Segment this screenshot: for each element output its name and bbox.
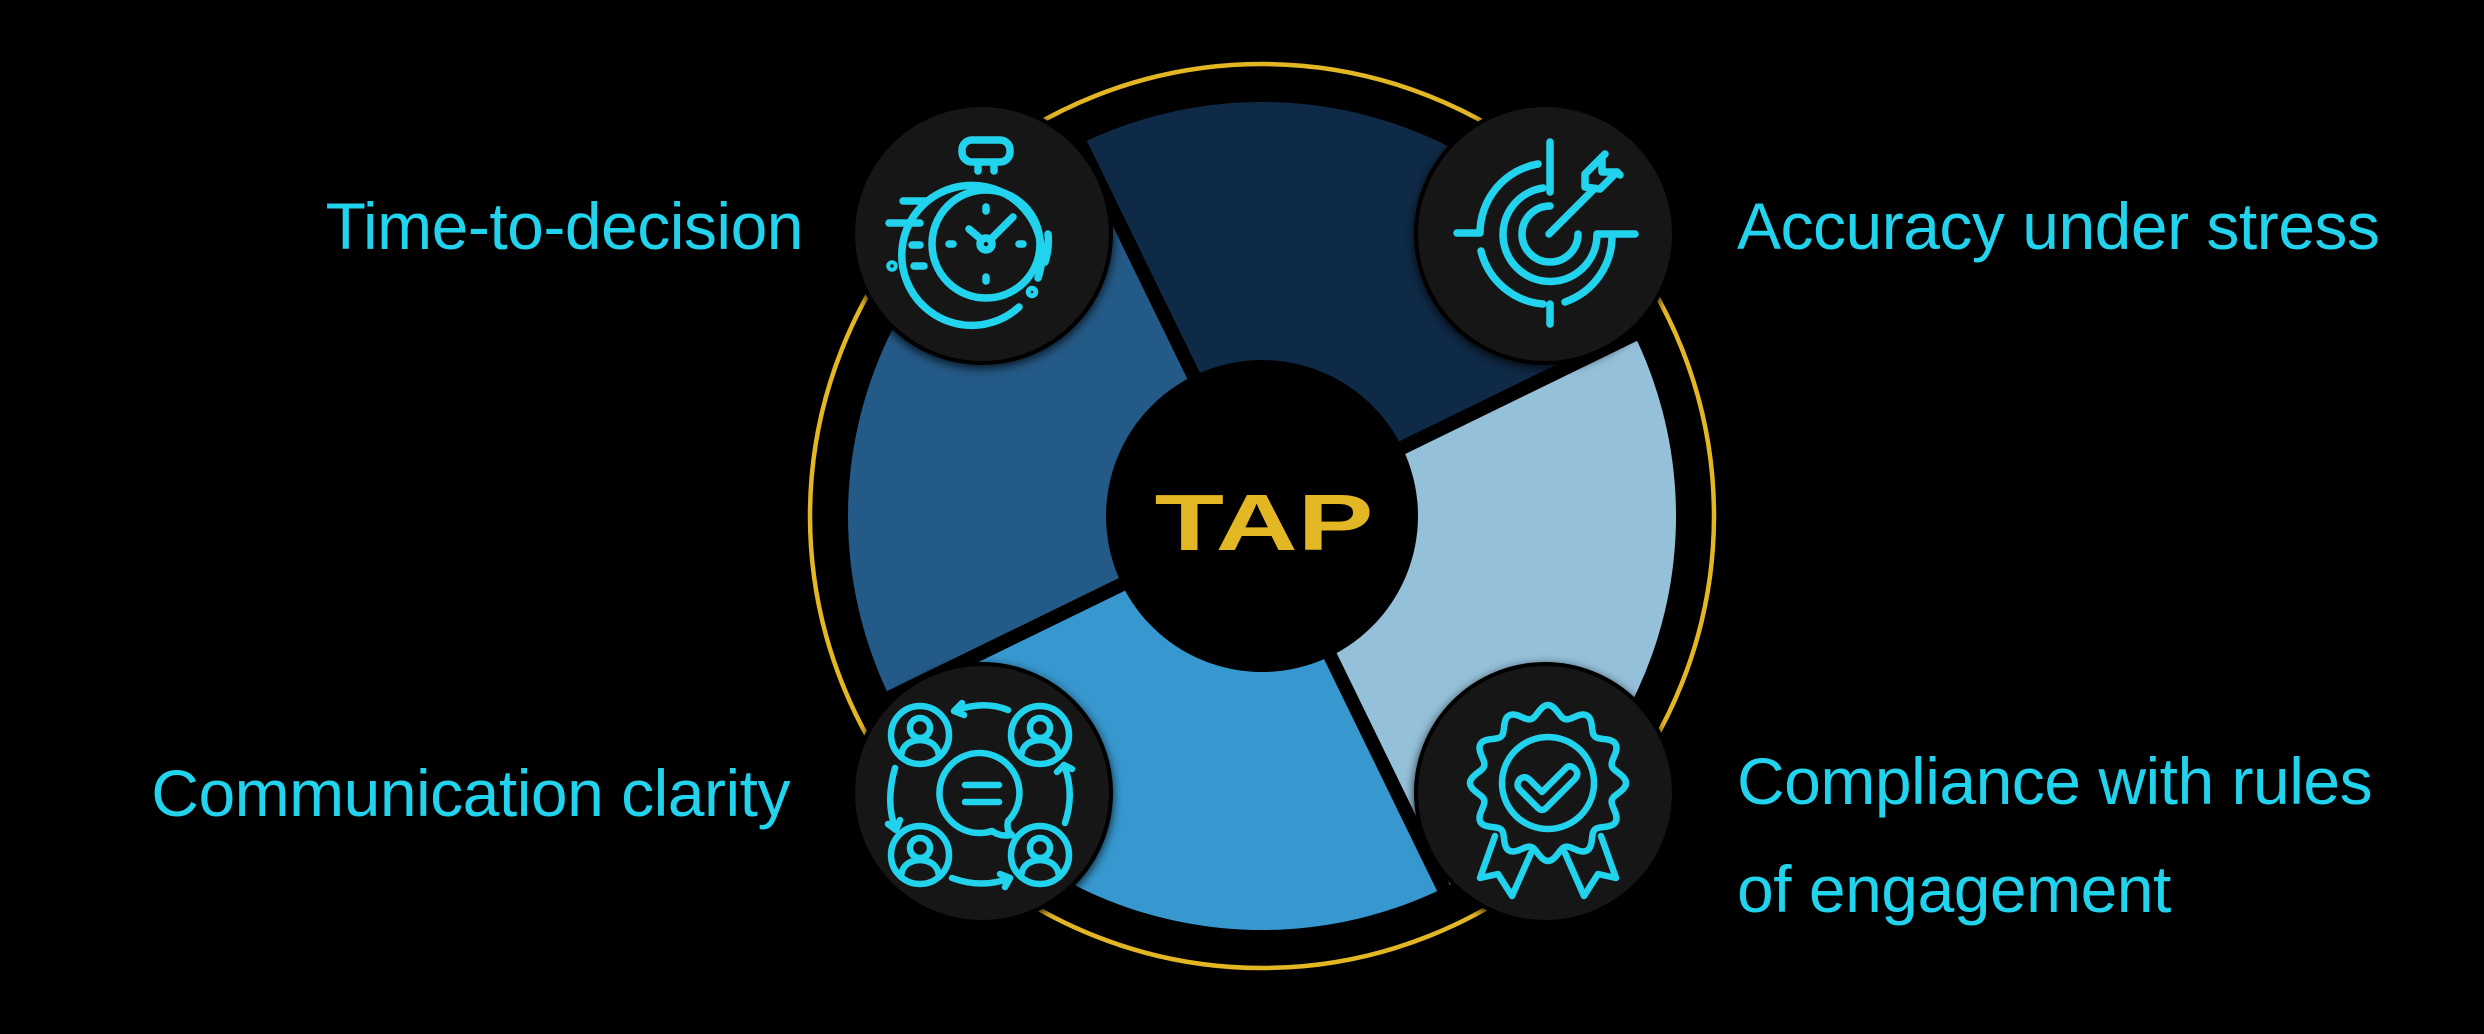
award-badge [1414, 662, 1676, 924]
communication-badge [851, 662, 1113, 924]
target-badge [1414, 103, 1676, 365]
award-badge-icon [1466, 701, 1630, 900]
outer-ring [807, 61, 1717, 971]
label-compliance-line2: of engagement [1737, 852, 2171, 926]
team-communication-icon [884, 699, 1076, 891]
stopwatch-icon [885, 136, 1053, 330]
label-time-to-decision: Time-to-decision [326, 189, 803, 263]
center-hub [1106, 360, 1418, 672]
stopwatch-badge [851, 103, 1113, 365]
center-title: TAP [1155, 478, 1374, 568]
label-communication-clarity: Communication clarity [151, 756, 790, 830]
label-compliance-line1: Compliance with rules [1737, 744, 2372, 818]
label-accuracy-under-stress: Accuracy under stress [1737, 189, 2379, 263]
person-icon [887, 702, 953, 768]
person-icon [887, 822, 953, 888]
person-icon [1007, 702, 1073, 768]
person-icon [1007, 822, 1073, 888]
target-arrow-icon [1453, 138, 1639, 328]
